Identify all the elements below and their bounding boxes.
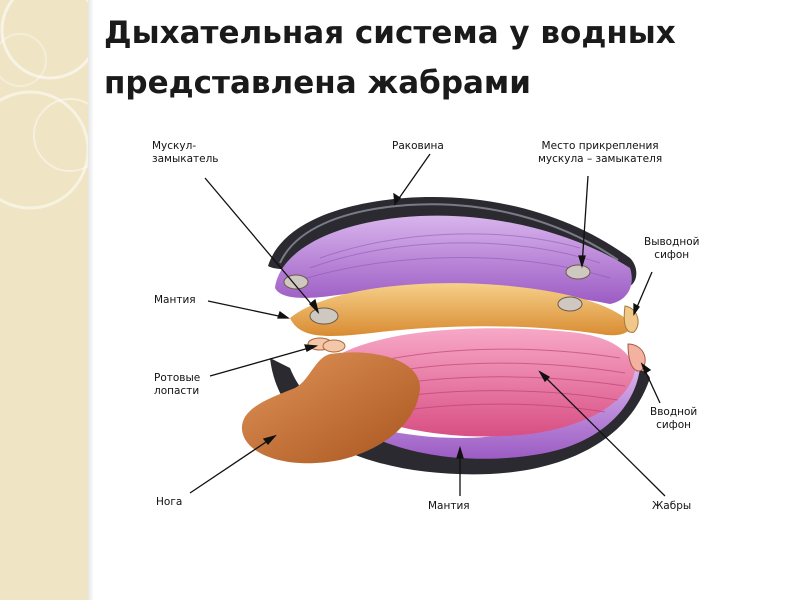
label-attachment-site-line-1: Место прикрепления [541,140,659,152]
label-muscle-closer-line-1: Мускул- [152,140,197,152]
label-inlet-siphon-line-1: Вводной [650,406,698,418]
label-mantle-top: Мантия [154,294,196,307]
title-line-2: представлена жабрами [104,65,531,101]
foot-shape [241,352,420,464]
muscle-closer-center [309,307,339,325]
upper-mantle [275,215,632,304]
label-mantle-bottom-text: Мантия [428,500,470,512]
label-outlet-siphon-line-1: Выводной [644,236,700,248]
label-outlet-siphon-line-2: сифон [654,249,690,261]
decorative-circles [0,0,88,210]
label-inlet-siphon: Вводной сифон [650,406,697,432]
label-shell: Раковина [392,140,444,153]
inlet-siphon-shape [627,343,646,372]
label-gills-text: Жабры [652,500,692,512]
decorative-side-strip [0,0,88,600]
label-muscle-closer-line-2: замыкатель [152,153,219,165]
label-muscle-closer: Мускул- замыкатель [152,140,218,166]
muscle-scar-right [565,264,591,280]
label-foot-text: Нога [156,496,183,508]
side-strip-shadow [88,0,94,600]
label-attachment-site: Место прикрепления мускула – замыкателя [538,140,662,166]
label-oral-lobes: Ротовые лопасти [154,372,200,398]
label-oral-lobes-line-2: лопасти [154,385,200,397]
label-mantle-bottom: Мантия [428,500,470,513]
label-inlet-siphon-line-2: сифон [656,419,692,431]
label-attachment-site-line-2: мускула – замыкателя [538,153,663,165]
mollusc-anatomy-diagram: Мускул- замыкатель Раковина Место прикре… [130,118,750,540]
label-outlet-siphon: Выводной сифон [644,236,699,262]
lower-mantle [340,368,640,459]
slide-title: Дыхательная система у водных представлен… [104,8,794,108]
upper-shell-edge [279,203,619,264]
oral-lobe-2 [322,339,346,353]
label-gills: Жабры [652,500,691,513]
label-shell-text: Раковина [392,140,444,152]
label-mantle-top-text: Мантия [154,294,196,306]
leader-lines [189,153,666,497]
mollusc-illustration [189,153,666,497]
title-line-1: Дыхательная система у водных [104,15,676,51]
label-oral-lobes-line-1: Ротовые [154,372,201,384]
body-mass [290,283,631,337]
label-foot: Нога [156,496,182,509]
muscle-closer-right [557,296,583,312]
